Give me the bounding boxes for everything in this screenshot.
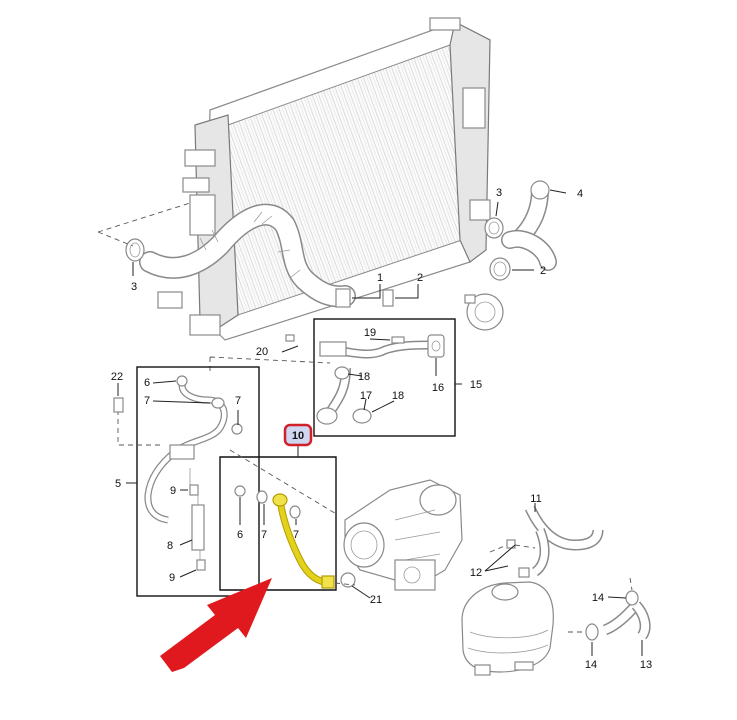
group-15-box [313,318,456,437]
thermostat-housing[interactable] [464,293,504,331]
callout-4: 4 [577,188,583,200]
group-5-box [136,366,260,597]
turbo-oil-feed-pipe[interactable] [272,493,335,589]
coolant-pipe-5[interactable] [144,384,228,524]
callout-11: 11 [530,493,541,505]
washer-7-upper-b[interactable] [231,423,243,435]
callout-16: 16 [432,382,444,394]
guide-line-radiator [97,202,191,247]
fitting-9-lower[interactable] [196,559,206,571]
leader-lines [117,189,643,656]
callout-labels: 1 2 2 3 3 4 5 6 6 7 7 7 7 8 9 9 11 12 13… [111,187,652,671]
coolant-hose-13[interactable] [602,601,651,640]
callout-1: 1 [377,272,383,284]
callout-19: 19 [364,327,376,339]
callout-18-upper: 18 [358,371,370,383]
bolt-22[interactable] [113,397,124,413]
callout-7-mid: 7 [261,529,267,541]
callout-7-right: 7 [293,529,299,541]
callout-15: 15 [470,379,482,391]
hose-clip-2[interactable] [382,289,394,307]
guide-line-20 [209,356,331,372]
clamp-18-upper[interactable] [334,366,350,380]
callout-6-left: 6 [144,377,150,389]
radiator-lower-hose[interactable] [139,203,356,308]
callout-2-upper: 2 [417,272,423,284]
clamp-18-lower[interactable] [352,408,372,424]
callout-3-right: 3 [496,187,502,199]
callout-8: 8 [167,540,173,552]
callout-12: 12 [470,567,482,579]
guide-line-14 [568,577,633,633]
callout-2-lower: 2 [540,265,546,277]
callout-14-lower: 14 [585,659,597,671]
hose-clamp-left[interactable] [125,238,145,262]
clamp-14-lower[interactable] [585,623,599,641]
callout-3-left: 3 [131,281,137,293]
callout-9-upper: 9 [170,485,176,497]
clamp-12-lower[interactable] [518,567,530,578]
clamp-14-upper[interactable] [625,590,639,606]
hose-clip-1[interactable] [335,288,351,308]
hose-clamp-upper-3[interactable] [484,217,504,239]
bracket-line [189,468,201,560]
guide-line-12 [489,544,536,553]
callout-21: 21 [370,594,382,606]
washer-7-left[interactable] [256,490,268,504]
fitting-9-upper[interactable] [189,484,199,496]
callout-14-upper: 14 [592,592,604,604]
callout-6-right: 6 [237,529,243,541]
callout-22: 22 [111,371,123,383]
callout-7-upper: 7 [235,395,241,407]
guide-line-pipe [229,449,356,586]
hose-clamp-upper-2[interactable] [489,257,511,281]
coolant-pipe-16[interactable] [334,334,445,359]
sleeve-8[interactable] [191,504,205,551]
fitting-20[interactable] [285,334,347,357]
bolt-19[interactable] [391,336,405,344]
callout-17: 17 [360,390,372,402]
callout-13: 13 [640,659,652,671]
callout-20: 20 [256,346,268,358]
red-pointer-arrow [160,578,272,672]
bolt-6-right[interactable] [234,485,246,497]
callout-7-left: 7 [144,395,150,407]
radiator-upper-hose[interactable] [501,180,557,271]
group-10-box [219,445,337,591]
callout-5: 5 [115,478,121,490]
bolt-6-left[interactable] [176,375,188,387]
coolant-hose-11[interactable] [524,505,604,577]
coolant-expansion-tank[interactable] [461,581,554,676]
callout-10: 10 [292,430,304,442]
callout-10-highlight[interactable]: 10 [283,423,313,447]
clamp-12-upper[interactable] [506,539,516,549]
washer-7-upper-a[interactable] [211,397,225,409]
guide-line-22 [117,410,160,446]
callout-9-lower: 9 [169,572,175,584]
turbocharger[interactable] [343,479,463,591]
callout-18-lower: 18 [392,390,404,402]
washer-7-right[interactable] [289,505,301,519]
